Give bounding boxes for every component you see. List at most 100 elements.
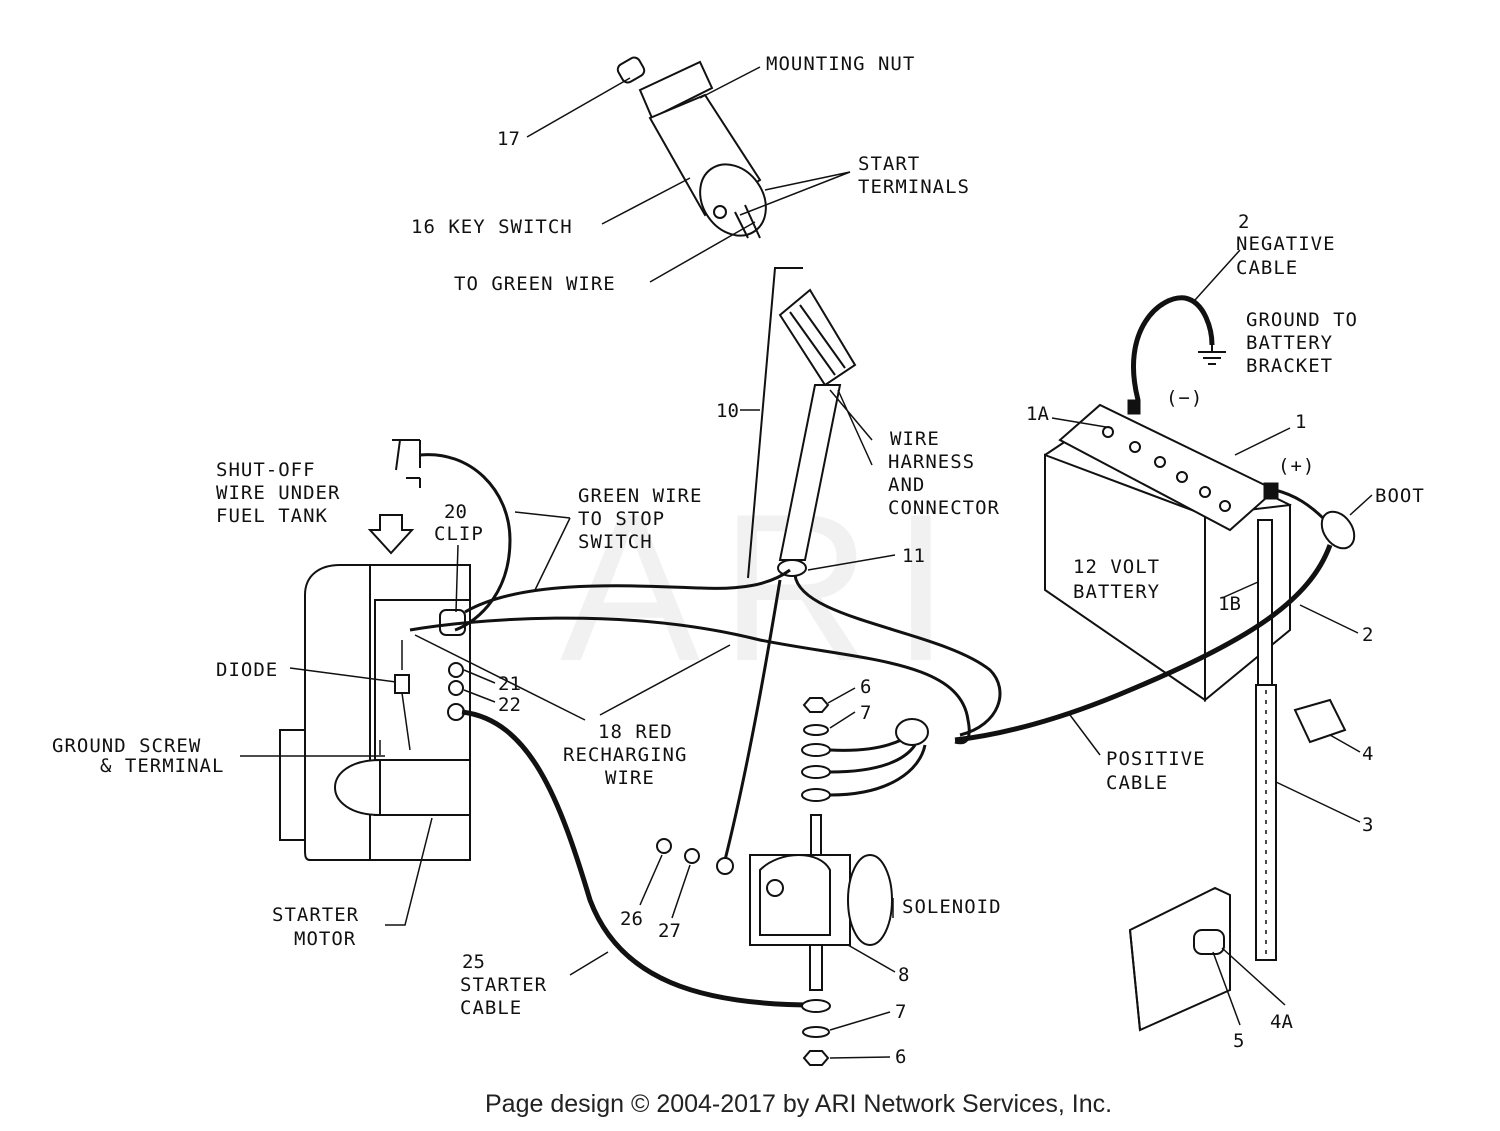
label-mounting-nut: MOUNTING NUT xyxy=(766,53,915,75)
leader-clip xyxy=(455,544,459,613)
label-12-volt: 12 VOLT xyxy=(1073,556,1160,578)
label-start: START xyxy=(858,153,920,175)
hardware-26-27 xyxy=(656,838,734,875)
footer-copyright: Page design © 2004-2017 by ARI Network S… xyxy=(485,1090,1112,1118)
label-negative-num: 2 xyxy=(1238,211,1249,233)
label-part-21: 21 xyxy=(498,673,521,695)
label-part-8: 8 xyxy=(898,964,909,986)
label-cable: CABLE xyxy=(1236,257,1298,279)
label-boot: BOOT xyxy=(1375,485,1425,507)
leader-3 xyxy=(1275,781,1361,823)
positive-cable xyxy=(954,544,1333,743)
harness-solenoid-wire xyxy=(793,574,1002,737)
leader-red-wire xyxy=(414,634,731,721)
label-plus: (+) xyxy=(1278,455,1315,477)
label-part-27: 27 xyxy=(658,920,681,942)
label-part-1a: 1A xyxy=(1026,403,1049,425)
leader-boot xyxy=(1349,494,1373,516)
label-to-stop: TO STOP xyxy=(578,508,665,530)
leader-2 xyxy=(1299,604,1359,634)
label-ground-to: GROUND TO xyxy=(1246,309,1358,331)
engine xyxy=(279,564,471,861)
leader-21-22 xyxy=(463,669,496,703)
label-part-1b: 1B xyxy=(1218,593,1241,615)
label-part-3: 3 xyxy=(1362,814,1373,836)
label-to-green-wire: TO GREEN WIRE xyxy=(454,273,616,295)
label-motor: MOTOR xyxy=(294,928,356,950)
label-part-10: 10 xyxy=(716,400,739,422)
shutoff-wire xyxy=(419,453,512,632)
leader-key-switch xyxy=(601,177,691,225)
starter-cable xyxy=(461,709,816,1008)
label-starter-cable-num: 25 xyxy=(462,951,485,973)
label-part-17: 17 xyxy=(497,128,520,150)
positive-terminal-lead xyxy=(1274,488,1327,522)
label-clip: CLIP xyxy=(434,523,484,545)
label-battery-word: BATTERY xyxy=(1246,332,1333,354)
negative-cable xyxy=(1131,295,1215,401)
label-negative: NEGATIVE xyxy=(1236,233,1336,255)
leader-11 xyxy=(807,554,896,571)
label-terminals: TERMINALS xyxy=(858,176,970,198)
label-shut-off: SHUT-OFF xyxy=(216,459,316,481)
harness-lead-26 xyxy=(723,579,782,861)
label-battery: BATTERY xyxy=(1073,581,1160,603)
solenoid-hardware-top xyxy=(801,697,831,856)
leader-negative-cable xyxy=(1194,249,1241,301)
ground-symbol xyxy=(1198,345,1226,365)
label-part-4a: 4A xyxy=(1270,1011,1293,1033)
label-terminal: & TERMINAL xyxy=(100,755,224,777)
leader-starter-motor xyxy=(385,817,433,926)
leader-1a xyxy=(1051,417,1113,429)
label-ground-screw: GROUND SCREW xyxy=(52,735,201,757)
leader-26 xyxy=(639,854,663,906)
leader-1 xyxy=(1234,427,1291,456)
key-switch xyxy=(616,56,767,239)
label-green-wire: GREEN WIRE xyxy=(578,485,702,507)
label-part-4: 4 xyxy=(1362,743,1373,765)
wire-harness xyxy=(747,267,873,579)
leader-positive-cable xyxy=(1069,714,1101,756)
leader-27 xyxy=(671,864,691,919)
label-part-2: 2 xyxy=(1362,624,1373,646)
leader-4a xyxy=(1221,947,1286,1006)
label-starter-cable-1: STARTER xyxy=(460,974,547,996)
clip-part-4 xyxy=(1293,698,1347,744)
shutoff-connector xyxy=(392,439,421,488)
leader-8 xyxy=(847,944,896,973)
label-wire-red: WIRE xyxy=(605,767,655,789)
label-solenoid: SOLENOID xyxy=(902,896,1002,918)
solenoid xyxy=(749,854,893,991)
label-part-6-top: 6 xyxy=(860,676,871,698)
label-connector: CONNECTOR xyxy=(888,497,1000,519)
label-starter-cable-2: CABLE xyxy=(460,997,522,1019)
label-wire: WIRE xyxy=(890,428,940,450)
leader-4 xyxy=(1329,734,1361,753)
leader-6-bottom xyxy=(829,1056,891,1059)
leader-17 xyxy=(526,77,631,138)
label-part-1: 1 xyxy=(1295,411,1306,433)
battery-bracket-rod xyxy=(1255,519,1277,961)
leader-green-stop xyxy=(514,511,571,591)
leader-diode xyxy=(289,667,397,683)
label-part-22: 22 xyxy=(498,694,521,716)
label-clip-num: 20 xyxy=(444,501,467,523)
label-part-7-bottom: 7 xyxy=(895,1001,906,1023)
label-part-5: 5 xyxy=(1233,1030,1244,1052)
label-part-7-top: 7 xyxy=(860,702,871,724)
label-recharging: RECHARGING xyxy=(563,744,687,766)
leader-7-bottom xyxy=(829,1011,891,1031)
label-switch: SWITCH xyxy=(578,531,653,553)
label-part-26: 26 xyxy=(620,908,643,930)
leader-green-wire xyxy=(649,221,756,283)
boot xyxy=(1320,510,1356,550)
green-wire xyxy=(464,568,791,614)
label-part-6-bottom: 6 xyxy=(895,1046,906,1068)
leader-1b xyxy=(1221,581,1259,599)
label-starter: STARTER xyxy=(272,904,359,926)
label-wire-under: WIRE UNDER xyxy=(216,482,340,504)
label-positive-cable: CABLE xyxy=(1106,772,1168,794)
label-bracket: BRACKET xyxy=(1246,355,1333,377)
label-18-red: 18 RED xyxy=(598,721,673,743)
